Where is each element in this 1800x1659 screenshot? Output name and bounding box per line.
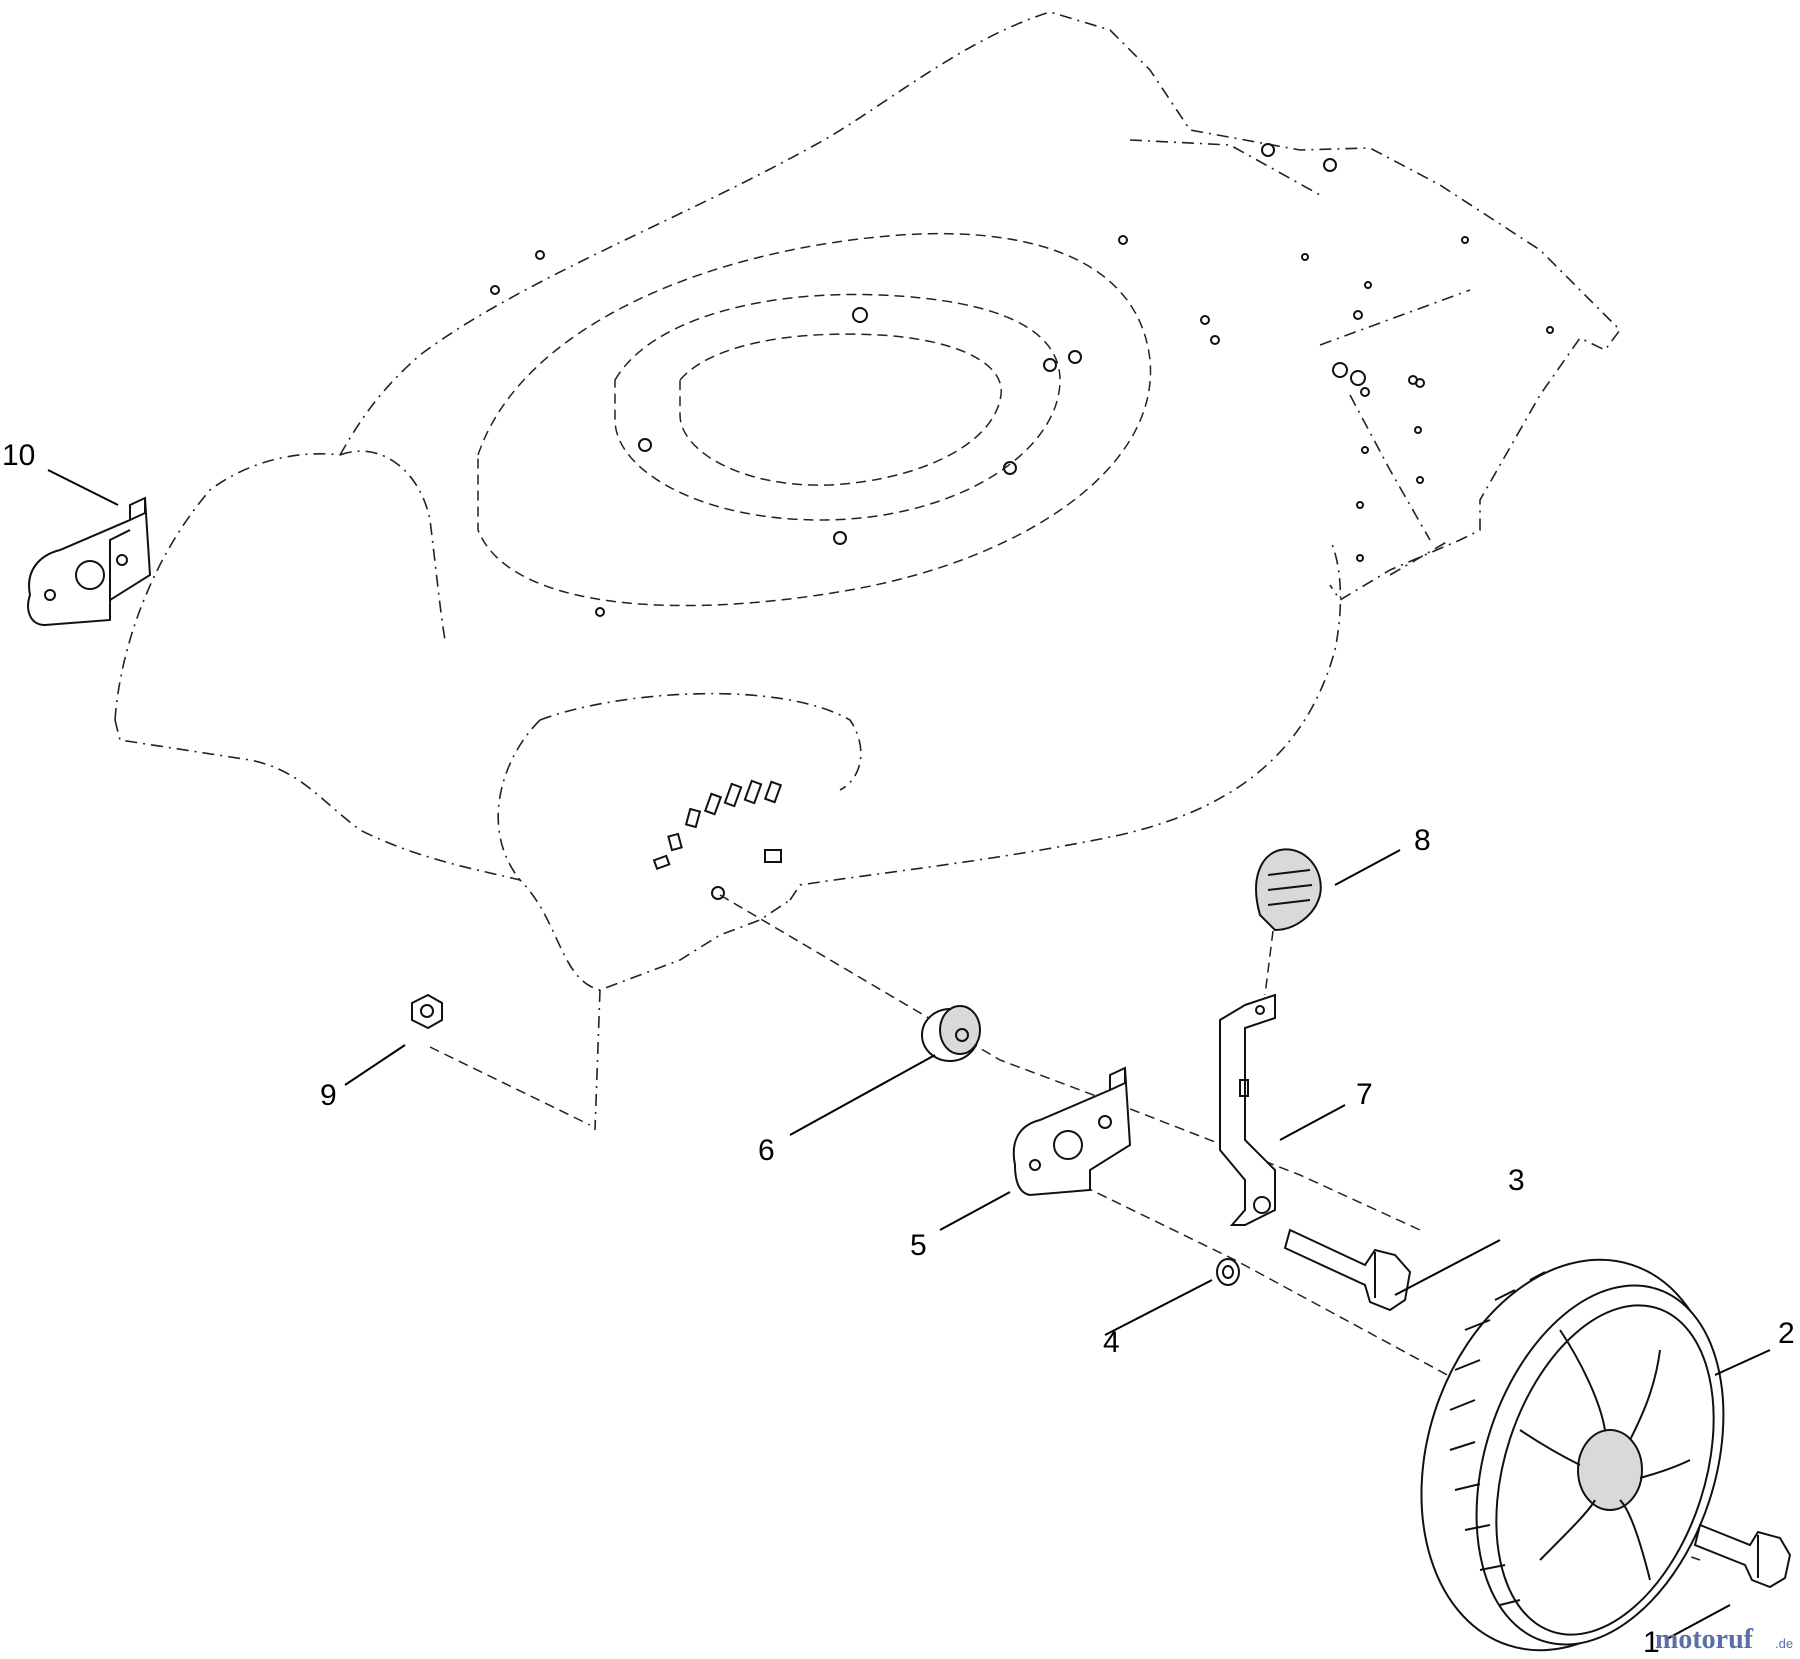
callout-1: 1	[1643, 1626, 1660, 1659]
callout-8: 8	[1414, 824, 1431, 857]
part-3-bolt	[1283, 1228, 1412, 1312]
callout-2: 2	[1778, 1317, 1795, 1350]
leader-lines	[47, 469, 1771, 1641]
part-4-washer	[1216, 1258, 1240, 1286]
callout-labels: 10 9 6 5 4 7 8 3 2 1	[2, 439, 1795, 1659]
callout-6: 6	[758, 1134, 775, 1167]
part-10-adjuster-plate	[27, 496, 152, 627]
callout-9: 9	[320, 1079, 337, 1112]
part-1-bolt	[1693, 1523, 1792, 1589]
watermark-logo: motoruf .de	[1655, 1624, 1793, 1655]
mower-deck-outline	[114, 11, 1622, 1131]
callout-3: 3	[1508, 1164, 1525, 1197]
watermark-brand: motoruf	[1655, 1624, 1754, 1655]
deck-holes	[490, 143, 1554, 617]
part-6-spacer	[921, 1005, 981, 1062]
part-8-knob	[1255, 848, 1322, 932]
part-5-adjuster-plate	[1012, 1066, 1132, 1197]
height-adjust-slots	[652, 779, 783, 900]
part-2-wheel	[1420, 1258, 1725, 1652]
callout-10: 10	[2, 439, 35, 472]
callout-4: 4	[1103, 1326, 1120, 1359]
callout-7: 7	[1356, 1078, 1373, 1111]
watermark-suffix: .de	[1775, 1636, 1793, 1651]
callout-5: 5	[910, 1229, 927, 1262]
part-7-lever	[1219, 993, 1276, 1226]
part-9-nut	[411, 993, 443, 1030]
